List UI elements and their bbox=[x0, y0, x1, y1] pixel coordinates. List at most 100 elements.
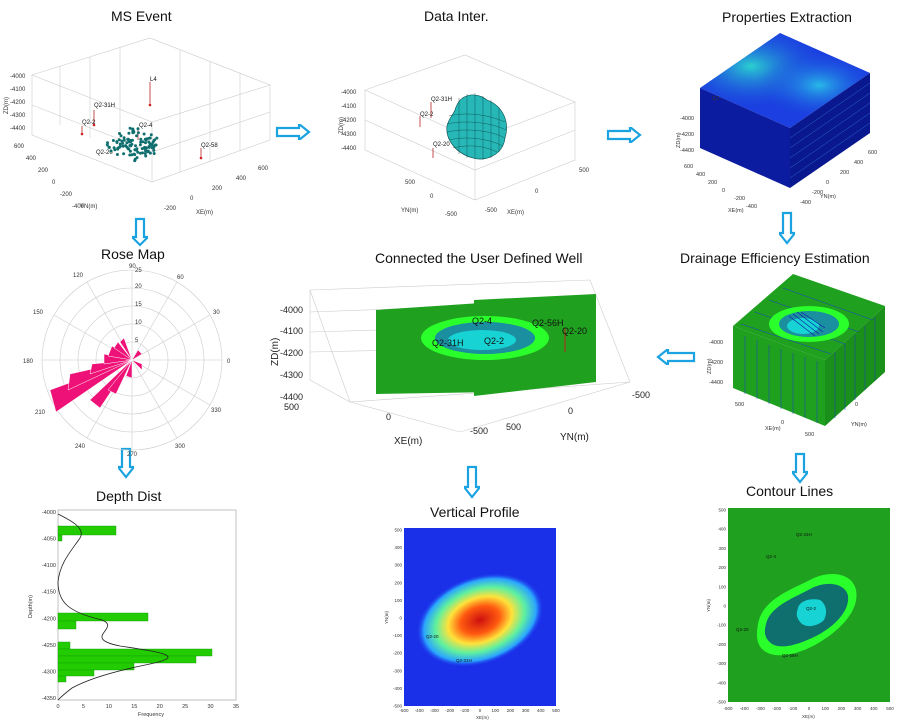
tick-label: -200 bbox=[772, 706, 782, 711]
arrow-down-icon bbox=[792, 452, 808, 484]
well-label: Q2-58 bbox=[201, 143, 218, 149]
tick-label: -200 bbox=[393, 651, 403, 656]
y-tick-label: 500 bbox=[805, 432, 814, 438]
x-tick-label: 0 bbox=[826, 180, 829, 186]
connected-well-plot: -4000 -4100 -4200 -4300 -4400 500 0 -500… bbox=[270, 279, 650, 447]
well-label: Q2-4 bbox=[472, 316, 492, 326]
y-tick-label: 0 bbox=[855, 402, 858, 408]
ms-event-point bbox=[150, 142, 154, 146]
tick-label: 0 bbox=[723, 604, 726, 609]
angle-label: 180 bbox=[23, 359, 34, 365]
rose-map-title: Rose Map bbox=[101, 246, 165, 262]
x-axis-label: XE(m) bbox=[394, 436, 422, 447]
well-label: Q2-4 bbox=[139, 123, 153, 129]
tick-label: 100 bbox=[718, 584, 726, 589]
tick-label: -4300 bbox=[42, 669, 56, 675]
z-tick-label: -4100 bbox=[280, 326, 303, 336]
ms-event-point bbox=[149, 133, 153, 137]
z-tick-label: -4400 bbox=[280, 392, 303, 402]
ms-event-point bbox=[143, 152, 147, 155]
y-tick-label: 0 bbox=[568, 406, 573, 416]
angle-label: 90 bbox=[129, 264, 136, 270]
tick-label: -4250 bbox=[42, 643, 56, 649]
tick-label: 400 bbox=[718, 527, 726, 532]
ms-event-point bbox=[136, 127, 140, 131]
ms-event-point bbox=[122, 152, 126, 156]
ms-event-point bbox=[115, 153, 119, 156]
tick-label: -4050 bbox=[42, 537, 56, 543]
y-tick-label: 200 bbox=[38, 168, 49, 174]
tick-label: -4100 bbox=[42, 563, 56, 569]
z-tick-label: -4000 bbox=[341, 90, 357, 96]
tick-label: 5 bbox=[82, 704, 85, 710]
tick-label: -100 bbox=[788, 706, 798, 711]
tick-label: 30 bbox=[208, 704, 214, 710]
well-label: Q2-4 bbox=[766, 554, 777, 559]
z-tick-label: -4000 bbox=[709, 340, 723, 346]
ms-event-point bbox=[117, 138, 121, 142]
ms-event-point bbox=[130, 142, 134, 146]
y-tick-label: -200 bbox=[60, 192, 73, 198]
ms-event-point bbox=[116, 146, 120, 150]
y-tick-label: 0 bbox=[52, 180, 56, 186]
y-tick-label: 0 bbox=[430, 194, 434, 200]
ms-event-point bbox=[141, 151, 144, 155]
angle-label: 150 bbox=[33, 310, 44, 316]
x-tick-label: 600 bbox=[258, 166, 269, 172]
ms-event-point bbox=[130, 153, 134, 157]
tick-label: -300 bbox=[430, 708, 440, 713]
x-tick-label: -200 bbox=[812, 190, 823, 196]
tick-label: -500 bbox=[717, 700, 727, 705]
connected-title: Connected the User Defined Well bbox=[375, 250, 583, 266]
tick-label: 0 bbox=[399, 616, 402, 621]
ms-event-point bbox=[115, 140, 119, 144]
y-tick-label: 200 bbox=[708, 180, 717, 186]
ms-event-point bbox=[126, 147, 130, 150]
tick-label: -200 bbox=[445, 708, 455, 713]
tick-label: -500 bbox=[399, 708, 409, 713]
well-label: Q2-31H bbox=[94, 103, 115, 109]
tick-label: 300 bbox=[394, 563, 402, 568]
z-axis-label: ZD(m) bbox=[676, 132, 682, 148]
property-cube bbox=[700, 33, 871, 188]
ms-event-point bbox=[122, 136, 126, 140]
ms-event-point bbox=[139, 140, 143, 144]
x-tick-label: -400 bbox=[800, 200, 811, 206]
arrow-down-icon bbox=[132, 217, 148, 247]
tick-label: -100 bbox=[717, 623, 727, 628]
x-tick-label: 0 bbox=[386, 412, 391, 422]
radius-label: 10 bbox=[135, 320, 142, 326]
ms-event-point bbox=[148, 136, 152, 140]
section-plane bbox=[376, 294, 596, 396]
ms-event-point bbox=[144, 154, 148, 158]
arrow-right-icon bbox=[275, 124, 311, 140]
depth-dist-title: Depth Dist bbox=[96, 488, 162, 504]
tick-label: -400 bbox=[415, 708, 425, 713]
ms-event-point bbox=[128, 126, 132, 130]
well-label: Q2-20 bbox=[736, 627, 749, 632]
radius-label: 25 bbox=[135, 268, 142, 274]
z-tick-label: -4200 bbox=[341, 118, 357, 124]
angle-label: 210 bbox=[35, 410, 46, 416]
tick-label: -4000 bbox=[42, 510, 56, 516]
tick-label: 100 bbox=[821, 706, 829, 711]
well-label: Q2-20 bbox=[562, 326, 587, 336]
x-tick-label: 0 bbox=[781, 420, 784, 426]
ms-event-point bbox=[134, 144, 137, 148]
tick-label: 0 bbox=[808, 706, 811, 711]
y-axis-label: YN(m) bbox=[401, 208, 418, 214]
ms-event-point bbox=[127, 131, 131, 135]
ms-event-point bbox=[120, 139, 124, 143]
ms-event-title: MS Event bbox=[111, 8, 172, 24]
x-tick-label: 0 bbox=[535, 189, 539, 195]
tick-label: -300 bbox=[756, 706, 766, 711]
ms-event-point bbox=[124, 144, 128, 148]
histogram-bars bbox=[57, 525, 213, 683]
tick-label: 100 bbox=[394, 598, 402, 603]
tick-label: 0 bbox=[479, 708, 482, 713]
arrow-down-icon bbox=[464, 465, 480, 499]
y-axis-label: YN(m) bbox=[851, 422, 867, 428]
ms-event-point bbox=[129, 139, 133, 142]
z-tick-label: -4300 bbox=[280, 370, 303, 380]
depth-dist-plot: -4000-4050-4100-4150-4200-4250-4300-4350… bbox=[28, 509, 239, 718]
